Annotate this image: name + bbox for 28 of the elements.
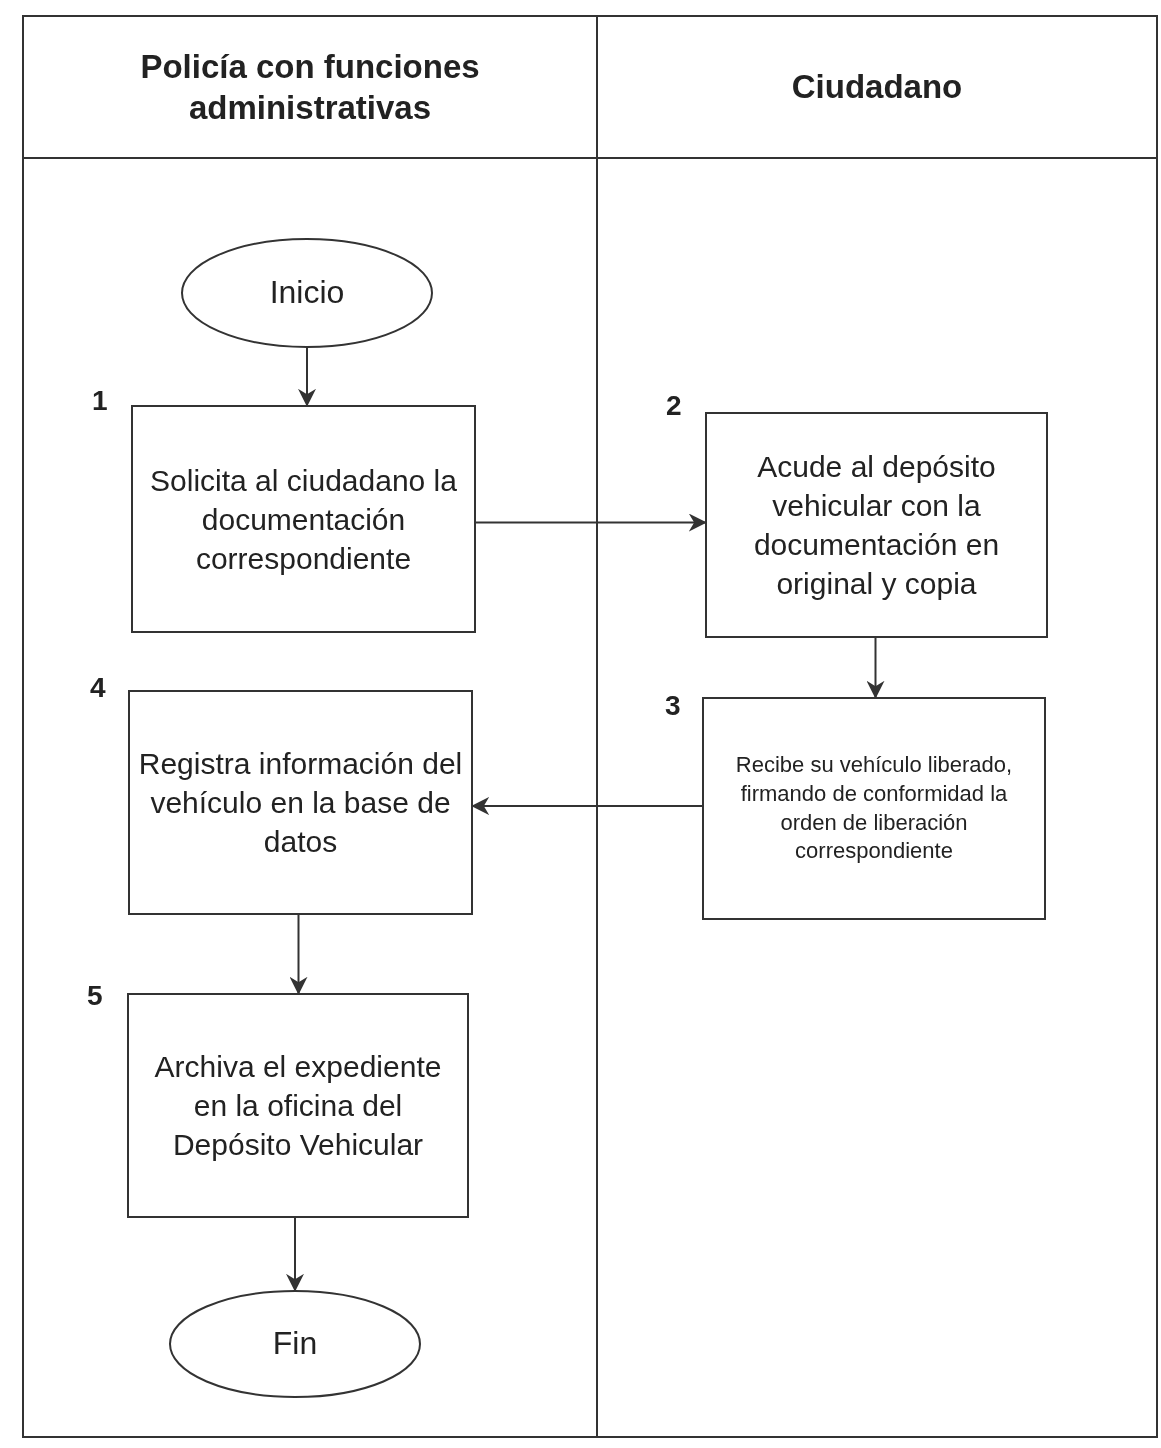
arrow	[286, 1217, 304, 1292]
arrow	[475, 513, 707, 532]
step-text: Fin	[272, 1324, 318, 1364]
lane-header: Ciudadano	[598, 17, 1156, 159]
process-box	[705, 412, 1048, 638]
step-text: Recibe su vehículo liberado, firmando de conformidad la orden de liberación correspondiente	[734, 751, 1014, 866]
arrow	[471, 797, 703, 815]
step-text: Inicio	[269, 273, 345, 313]
process-box	[131, 405, 476, 633]
arrow	[866, 637, 885, 699]
step-text: Registra información del vehículo en la base de datos	[137, 746, 464, 860]
terminal-ellipse	[181, 238, 433, 348]
swimlane	[22, 15, 598, 1438]
step-number: 1	[92, 385, 108, 417]
step-number: 3	[665, 690, 681, 722]
process-box	[702, 697, 1046, 920]
step-number: 2	[666, 390, 682, 422]
arrow	[289, 914, 308, 995]
arrow	[298, 347, 316, 407]
process-box	[127, 993, 469, 1218]
step-number: 4	[90, 672, 106, 704]
step-text: Acude al depósito vehicular con la documentación en original y copia	[752, 449, 1001, 602]
terminal-ellipse	[169, 1290, 421, 1398]
process-box	[128, 690, 473, 915]
step-number: 5	[87, 980, 103, 1012]
step-text: Solicita al ciudadano la documentación correspondiente	[149, 462, 458, 577]
swimlane	[596, 15, 1158, 1438]
step-text: Archiva el expediente en la oficina del Depósito Vehicular	[153, 1049, 443, 1163]
